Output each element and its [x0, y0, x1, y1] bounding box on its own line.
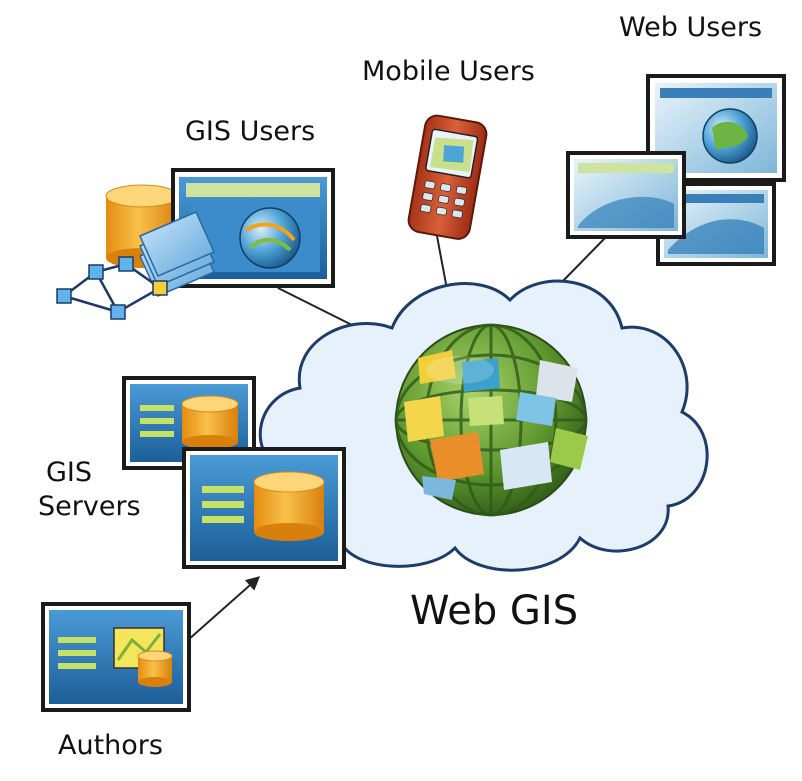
- connector-lines: [187, 235, 607, 641]
- database-icon: [181, 395, 239, 449]
- gis-servers-label-line1: GIS: [46, 457, 93, 488]
- globe-icon: [394, 323, 588, 517]
- gis-users-connector: [277, 287, 359, 329]
- mobile-phone-icon: [407, 114, 488, 240]
- gis-servers-label: GIS Servers: [38, 456, 141, 524]
- layers-icon: [139, 211, 215, 297]
- web-window-globe: [646, 74, 786, 182]
- web-window-large: [566, 151, 686, 239]
- server-window-front: [182, 447, 346, 569]
- arrow-icon: [187, 576, 261, 641]
- database-icon: [253, 471, 325, 541]
- web-users-connector: [559, 236, 607, 285]
- web-users-group: [566, 74, 786, 266]
- authors-label: Authors: [58, 730, 163, 761]
- network-nodes-icon: [56, 256, 168, 320]
- gis-servers-group: [122, 376, 346, 569]
- gis-servers-label-line2: Servers: [38, 491, 141, 522]
- mobile-users-label: Mobile Users: [362, 56, 535, 87]
- gis-users-label: GIS Users: [185, 116, 316, 147]
- database-icon: [137, 650, 173, 687]
- web-users-label: Web Users: [619, 12, 763, 43]
- gis-users-group: [56, 168, 335, 320]
- web-gis-title: Web GIS: [410, 588, 579, 634]
- authors-window: [41, 602, 191, 712]
